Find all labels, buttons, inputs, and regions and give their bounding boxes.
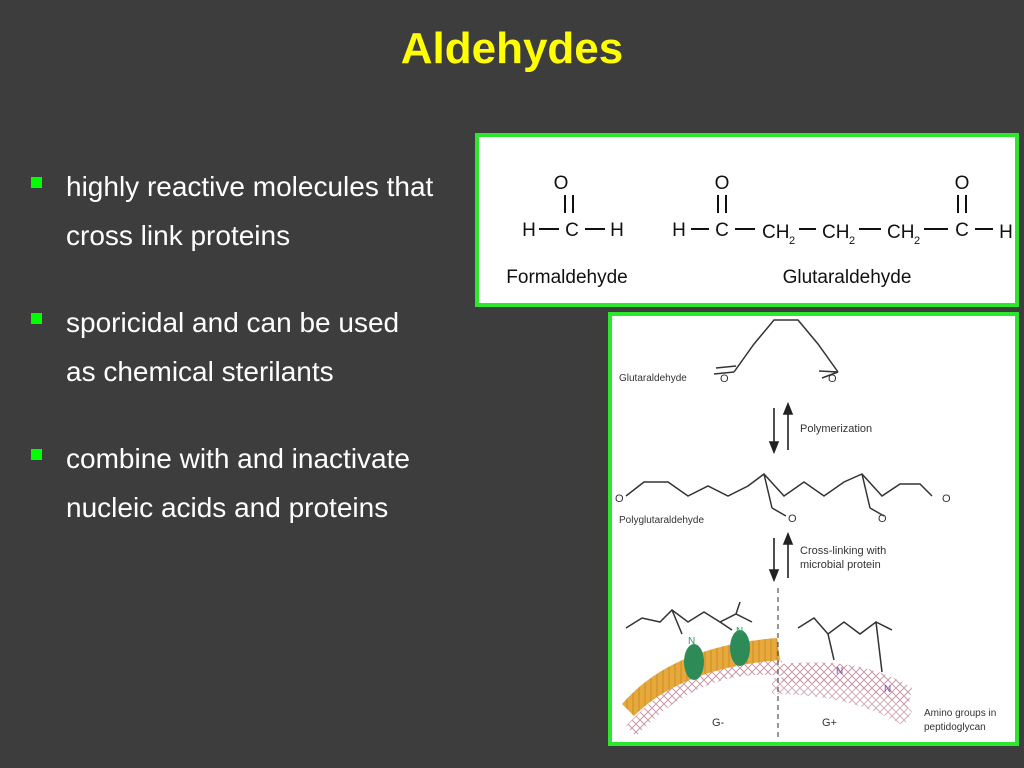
bullet-text: highly reactive molecules that cross lin…: [66, 171, 434, 251]
bullet-item: highly reactive molecules that cross lin…: [28, 162, 458, 260]
polymerization-arrows: [768, 401, 794, 455]
oxygen-label: O: [720, 373, 729, 385]
glut-oxygen-left: O: [715, 173, 730, 194]
glut-h-left: H: [672, 220, 686, 241]
bullet-text: sporicidal and can be used as chemical s…: [66, 307, 400, 387]
gram-positive-label: G+: [822, 717, 837, 729]
formaldehyde-carbon: C: [565, 220, 579, 241]
polyglutaraldehyde-skeleton: [625, 472, 933, 517]
bullet-item: sporicidal and can be used as chemical s…: [28, 298, 458, 396]
nitrogen-label: N: [884, 684, 891, 695]
slide-title: Aldehydes: [400, 24, 624, 73]
glut-ch2-1: CH: [762, 222, 789, 243]
oxygen-label: O: [788, 513, 797, 525]
formaldehyde-h-right: H: [610, 220, 624, 241]
gram-negative-label: G-: [712, 717, 725, 729]
glut-subscript-2: 2: [849, 235, 855, 247]
bullet-square-icon: [31, 449, 42, 460]
bullet-item: combine with and inactivate nucleic acid…: [28, 434, 458, 532]
glutaraldehyde-label: Glutaraldehyde: [619, 373, 687, 384]
glutaraldehyde-skeleton: [713, 319, 839, 379]
formaldehyde-label: Formaldehyde: [506, 267, 627, 288]
membrane-protein-icon: [730, 630, 750, 666]
oxygen-label: O: [615, 493, 624, 505]
bullet-text: combine with and inactivate nucleic acid…: [66, 443, 410, 523]
formaldehyde-oxygen: O: [554, 173, 569, 194]
structures-panel: O H C H O O H C CH 2 CH 2 CH 2 C H: [475, 133, 1019, 307]
glut-subscript-1: 2: [789, 235, 795, 247]
bullet-square-icon: [31, 313, 42, 324]
nitrogen-label: N: [688, 636, 695, 647]
glut-oxygen-right: O: [955, 173, 970, 194]
structural-formulas: O H C H O O H C CH 2 CH 2 CH 2 C H: [506, 173, 1013, 288]
formaldehyde-h-left: H: [522, 220, 536, 241]
amino-groups-label-line2: peptidoglycan: [924, 722, 986, 733]
crosslink-label-line1: Cross-linking with: [800, 545, 886, 557]
nitrogen-label: N: [836, 666, 843, 677]
oxygen-label: O: [878, 513, 887, 525]
glutaraldehyde-label: Glutaraldehyde: [783, 267, 912, 288]
crosslink-label-line2: microbial protein: [800, 559, 881, 571]
bullet-list: highly reactive molecules that cross lin…: [28, 162, 458, 570]
bullet-square-icon: [31, 177, 42, 188]
bond-lines: [539, 195, 993, 230]
glut-subscript-3: 2: [914, 235, 920, 247]
gram-negative-chain: [625, 601, 753, 635]
mechanism-panel: Glutaraldehyde O O Polymerization O O O …: [608, 312, 1019, 746]
nitrogen-label: N: [736, 626, 743, 637]
glut-h-right: H: [999, 222, 1013, 243]
crosslinking-arrows: [768, 531, 794, 583]
peptidoglycan-gram-positive-lower: [772, 676, 912, 726]
polymerization-label: Polymerization: [800, 423, 872, 435]
membrane-protein-icon: [684, 644, 704, 680]
oxygen-label: O: [828, 373, 837, 385]
crosslinking-diagram: Glutaraldehyde O O Polymerization O O O …: [615, 319, 996, 738]
gram-positive-chain: [797, 617, 893, 673]
oxygen-label: O: [942, 493, 951, 505]
glut-carbon-left: C: [715, 220, 729, 241]
polyglutaraldehyde-label: Polyglutaraldehyde: [619, 515, 704, 526]
amino-groups-label-line1: Amino groups in: [924, 708, 996, 719]
glut-ch2-2: CH: [822, 222, 849, 243]
glut-carbon-right: C: [955, 220, 969, 241]
glut-ch2-3: CH: [887, 222, 914, 243]
